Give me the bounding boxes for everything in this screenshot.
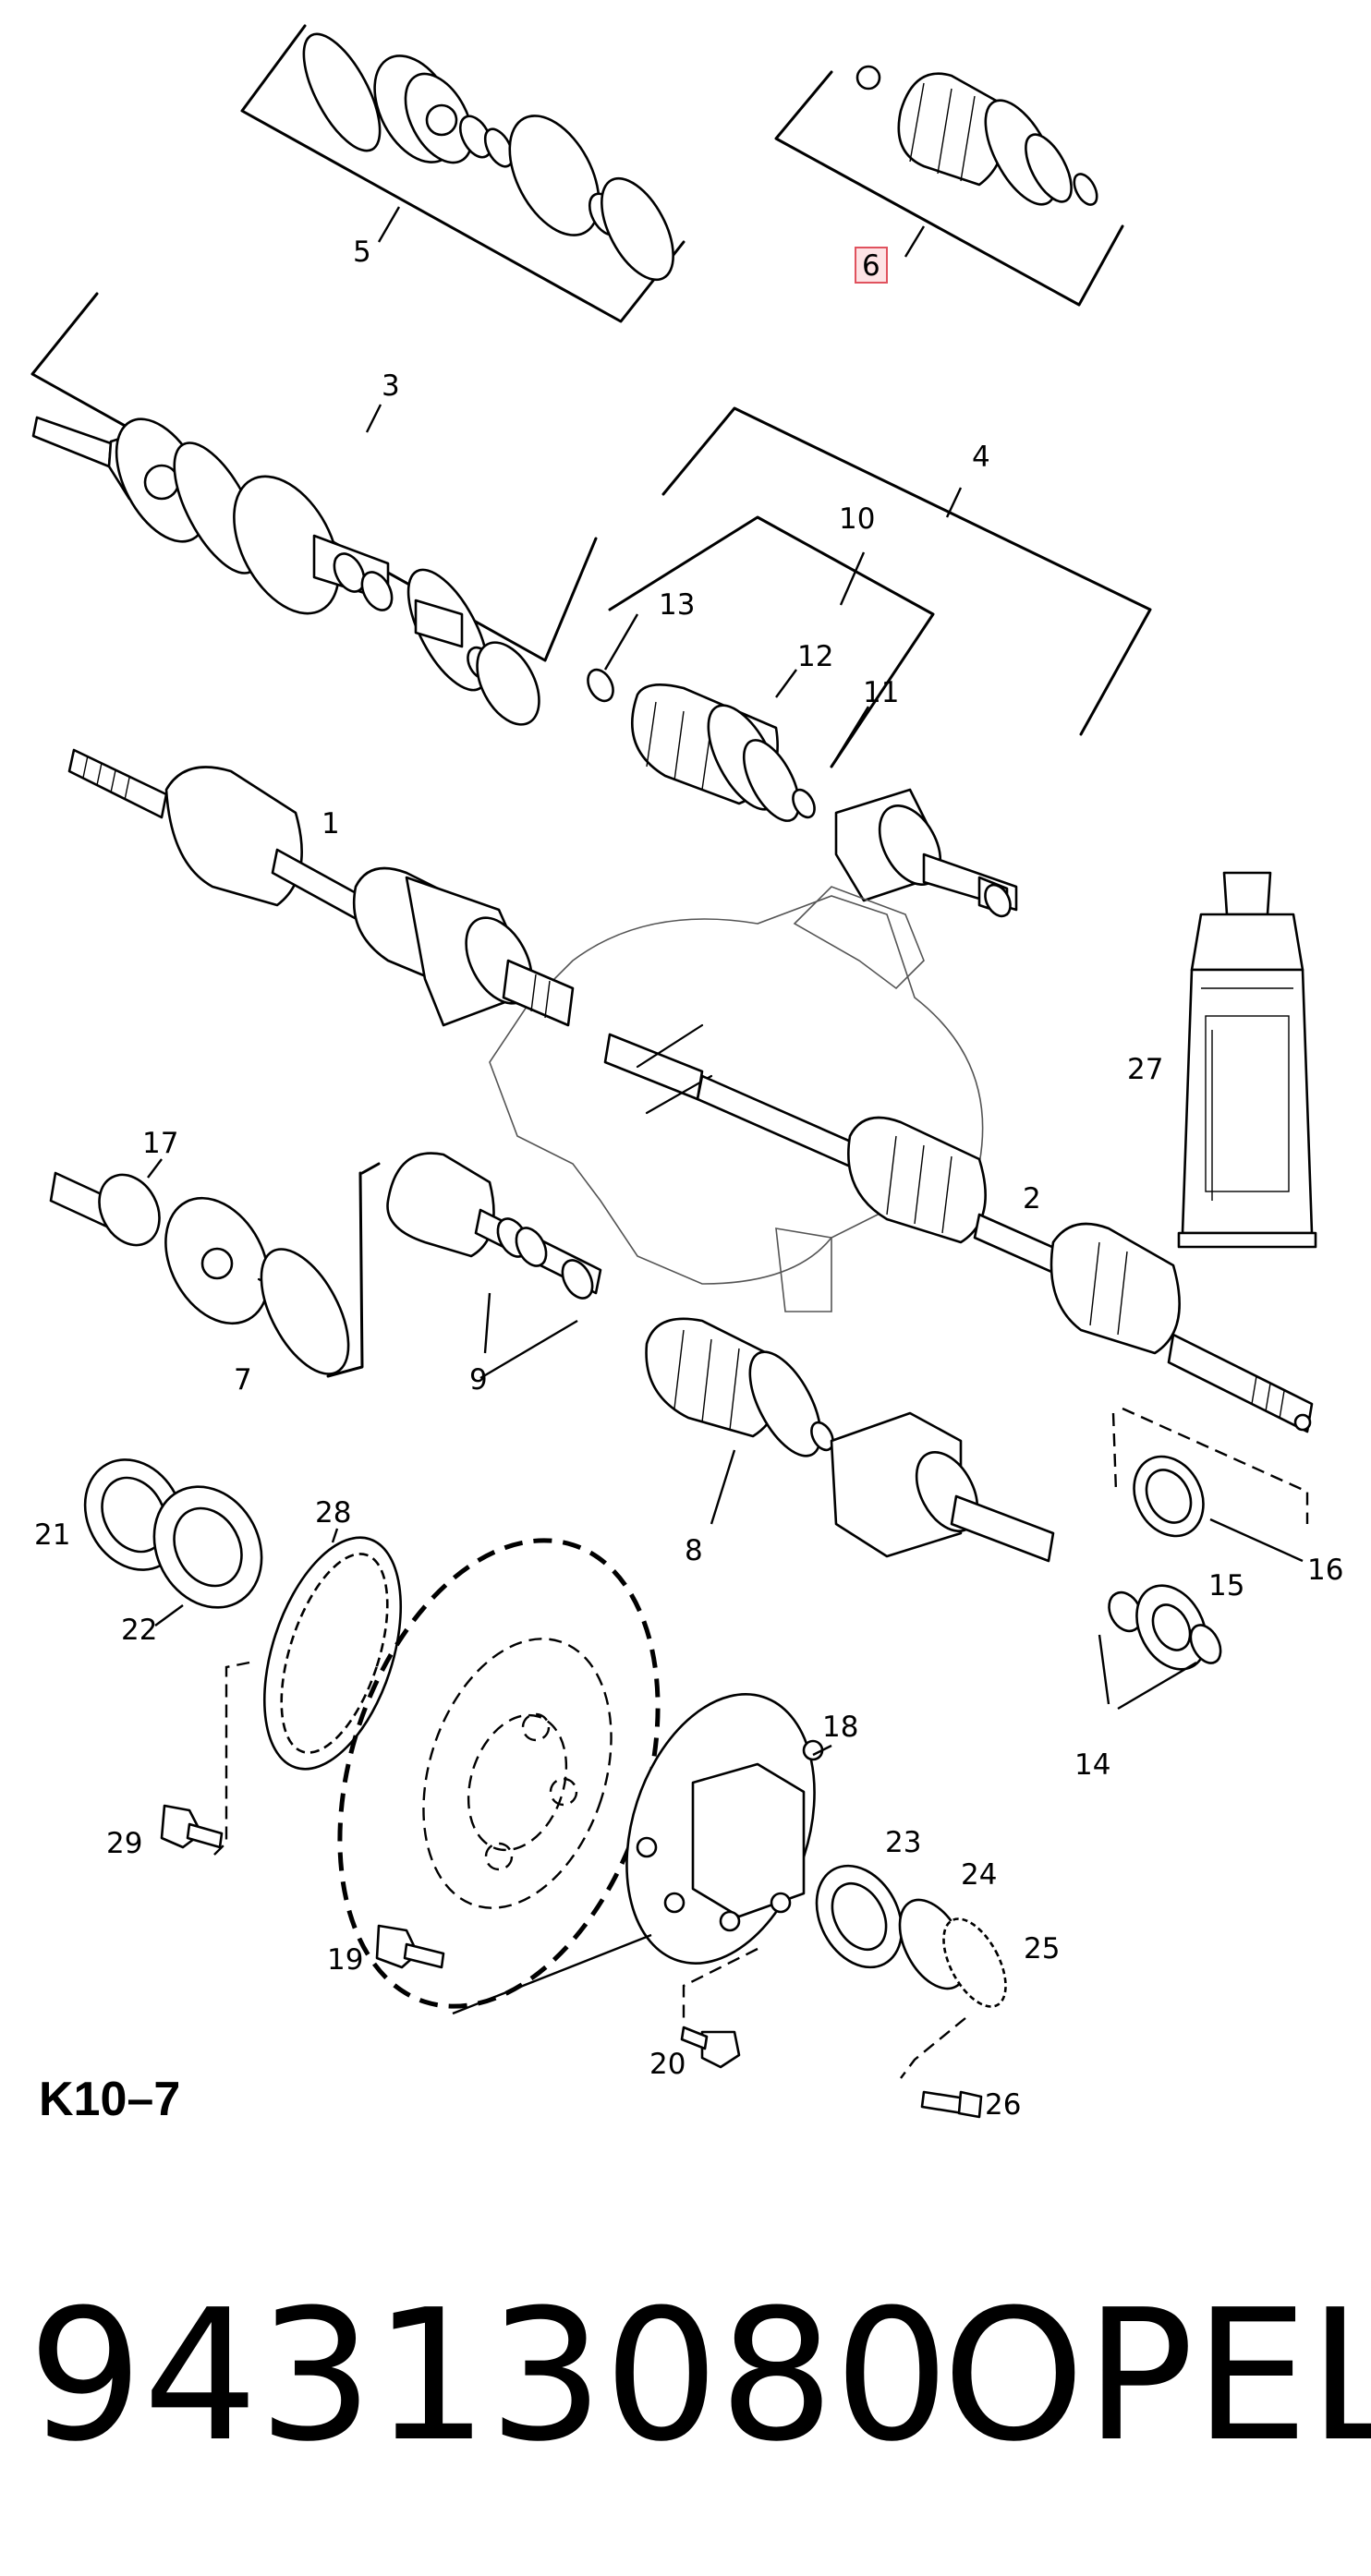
- callout-8: 8: [685, 1534, 703, 1567]
- callout-15: 15: [1208, 1569, 1244, 1602]
- callout-28: 28: [315, 1496, 351, 1530]
- bearing-23-24-25: [815, 1864, 1007, 2079]
- callout-7: 7: [234, 1363, 252, 1397]
- boot-kit-6: [774, 65, 1124, 307]
- bolt-19: [375, 1924, 445, 1969]
- callout-16: 16: [1307, 1554, 1343, 1587]
- diagram-code: K10–7: [39, 2073, 180, 2126]
- callout-18: 18: [822, 1711, 858, 1744]
- callout-11: 11: [863, 676, 899, 709]
- callout-21: 21: [34, 1518, 70, 1552]
- callout-12: 12: [797, 640, 833, 673]
- callout-26: 26: [985, 2088, 1021, 2122]
- callout-6: 6: [862, 249, 880, 283]
- callout-1: 1: [322, 807, 340, 841]
- joint-assembly-4: [587, 406, 1152, 918]
- bolt-26: [920, 2090, 983, 2119]
- seal-16: [1111, 1407, 1309, 1563]
- callout-27: 27: [1127, 1053, 1163, 1086]
- bolt-29: [160, 1804, 224, 1849]
- callout-23: 23: [885, 1826, 921, 1859]
- outer-joint-8: [645, 1317, 1055, 1563]
- drive-shaft-2: [603, 1023, 1314, 1433]
- abs-ring-28: [212, 1528, 403, 1857]
- callout-22: 22: [121, 1614, 157, 1647]
- callout-10: 10: [839, 502, 875, 536]
- callout-9: 9: [469, 1363, 488, 1397]
- bearing-21-22: [83, 1458, 263, 1627]
- callout-24: 24: [961, 1858, 997, 1892]
- joint-assembly-3: [30, 292, 598, 726]
- boot-kit-5: [240, 24, 686, 323]
- callout-13: 13: [659, 588, 695, 622]
- callout-19: 19: [327, 1943, 363, 1977]
- callout-3: 3: [382, 369, 400, 403]
- part-number: 94313080: [28, 2271, 950, 2482]
- callout-25: 25: [1024, 1932, 1060, 1965]
- callout-5: 5: [353, 236, 371, 269]
- callout-2: 2: [1023, 1182, 1041, 1215]
- bolt-20: [680, 1947, 758, 2069]
- differential-housing: [489, 886, 984, 1312]
- grease-tube-27: [1177, 871, 1317, 1249]
- callout-labels: 1 2 3 4 5 6 7 8 9 10 11 12 13 14 15 16 1…: [34, 236, 1343, 2122]
- callout-14: 14: [1074, 1748, 1110, 1782]
- callout-17: 17: [142, 1127, 178, 1160]
- callout-20: 20: [649, 2048, 686, 2081]
- hub-18: [452, 1693, 832, 2015]
- brand-name: OPEL: [942, 2271, 1371, 2482]
- callout-4: 4: [972, 441, 990, 474]
- bearing-14-15: [1098, 1584, 1222, 1711]
- shaft-parts-7-9-17: [49, 1152, 602, 1380]
- callout-29: 29: [106, 1827, 142, 1860]
- callout-6-highlight: [855, 247, 888, 284]
- drive-shaft-1: [67, 748, 575, 1027]
